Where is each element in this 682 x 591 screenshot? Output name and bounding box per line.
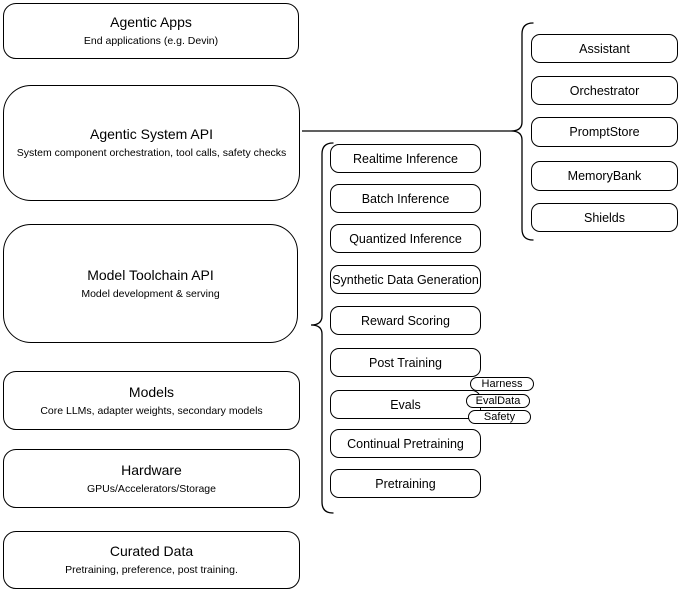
node-subtitle: System component orchestration, tool cal… [16, 147, 287, 159]
node-label: Quantized Inference [349, 231, 462, 246]
node-label: Continual Pretraining [347, 436, 464, 451]
node-curated-data: Curated Data Pretraining, preference, po… [3, 531, 300, 589]
node-models: Models Core LLMs, adapter weights, secon… [3, 371, 300, 430]
pill-label: Safety [483, 410, 516, 423]
node-title: Models [128, 383, 175, 400]
node-title: Agentic Apps [110, 14, 192, 30]
node-realtime-inference: Realtime Inference [330, 144, 481, 173]
node-title: Curated Data [109, 543, 194, 559]
pill-evaldata: EvalData [466, 394, 530, 408]
pill-safety: Safety [468, 410, 531, 424]
node-subtitle: End applications (e.g. Devin) [83, 35, 219, 47]
node-evals: Evals [330, 390, 481, 419]
components-brace [510, 22, 534, 241]
node-pretraining: Pretraining [330, 469, 481, 498]
node-continual-pretraining: Continual Pretraining [330, 429, 481, 458]
node-label: Shields [584, 210, 625, 225]
node-label: MemoryBank [567, 169, 642, 183]
node-quantized-inference: Quantized Inference [330, 224, 481, 253]
toolchain-brace [310, 142, 334, 514]
node-label: Assistant [579, 41, 630, 56]
node-subtitle: Pretraining, preference, post training. [65, 564, 238, 576]
node-reward-scoring: Reward Scoring [330, 306, 481, 335]
node-model-toolchain-api: Model Toolchain API Model development & … [3, 224, 298, 343]
node-assistant: Assistant [531, 34, 678, 63]
node-label: Evals [390, 397, 421, 412]
node-agentic-apps: Agentic Apps End applications (e.g. Devi… [3, 3, 299, 59]
node-title: Agentic System API [90, 126, 213, 142]
node-hardware: Hardware GPUs/Accelerators/Storage [3, 449, 300, 508]
node-label: Realtime Inference [353, 151, 458, 166]
node-label: Reward Scoring [361, 313, 450, 328]
node-label: PromptStore [569, 125, 640, 139]
node-orchestrator: Orchestrator [531, 76, 678, 105]
node-title: Hardware [121, 461, 182, 478]
node-subtitle: GPUs/Accelerators/Storage [87, 482, 216, 495]
node-promptstore: PromptStore [531, 117, 678, 147]
node-label: Pretraining [375, 476, 436, 491]
pill-label: Harness [481, 377, 523, 390]
node-subtitle: Model development & serving [81, 287, 220, 300]
pill-label: EvalData [475, 394, 521, 407]
node-title: Model Toolchain API [87, 266, 214, 283]
node-label: Orchestrator [569, 83, 640, 98]
node-label: Batch Inference [361, 191, 450, 206]
node-post-training: Post Training [330, 348, 481, 377]
node-label: Synthetic Data Generation [332, 272, 479, 287]
node-batch-inference: Batch Inference [330, 184, 481, 213]
node-agentic-system-api: Agentic System API System component orch… [3, 85, 300, 201]
pill-harness: Harness [470, 377, 534, 391]
node-memorybank: MemoryBank [531, 161, 678, 191]
node-subtitle: Core LLMs, adapter weights, secondary mo… [40, 404, 263, 417]
node-label: Post Training [369, 355, 442, 370]
node-synthetic-data-generation: Synthetic Data Generation [330, 265, 481, 294]
node-shields: Shields [531, 203, 678, 232]
